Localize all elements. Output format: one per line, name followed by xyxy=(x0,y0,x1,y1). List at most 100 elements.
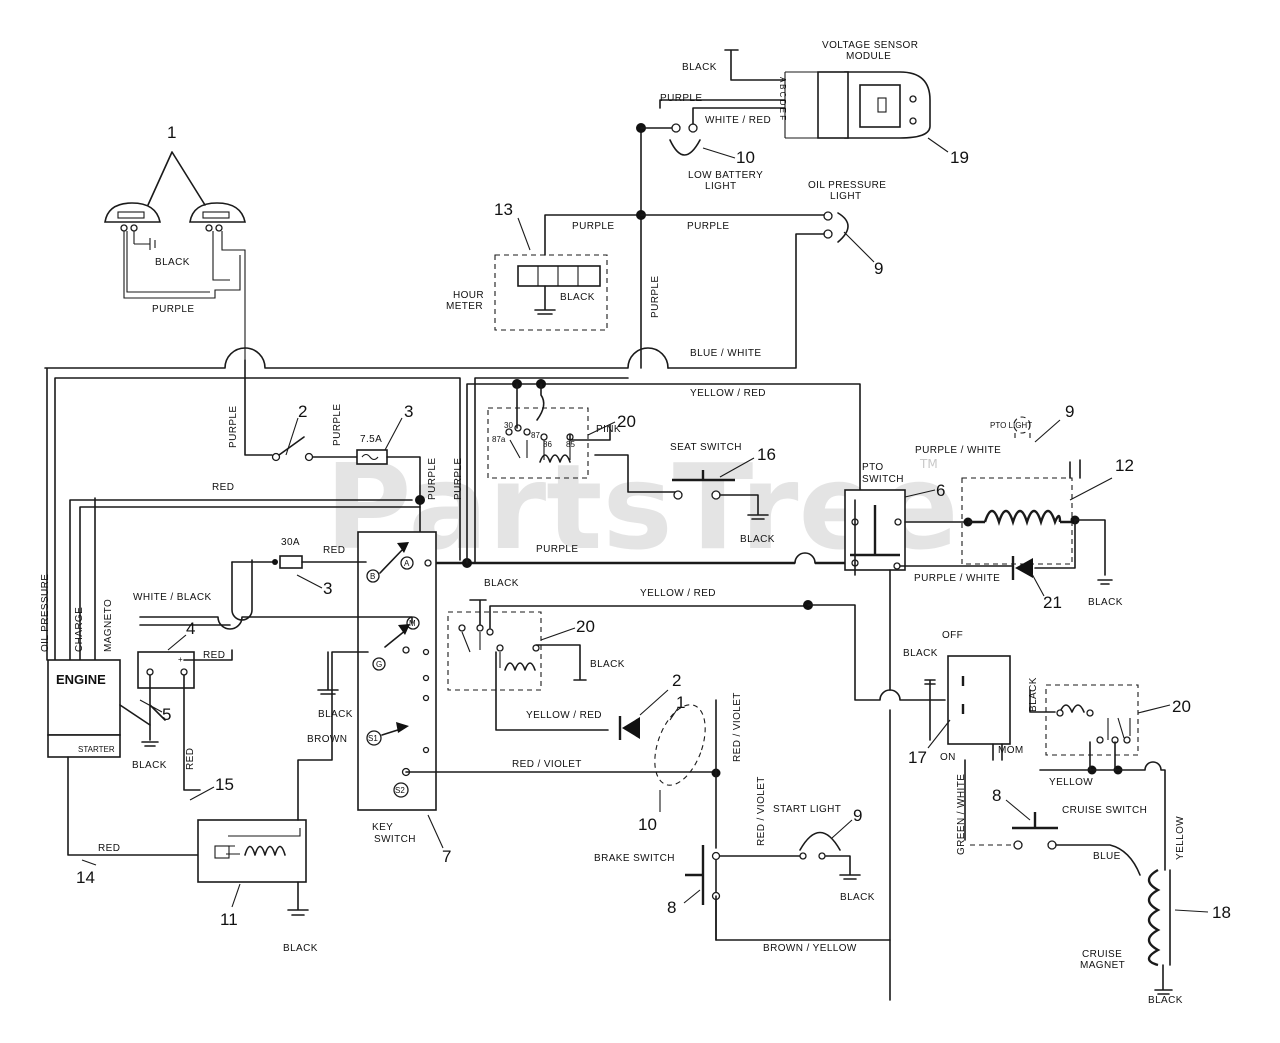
cruise-magnet-label: CRUISE xyxy=(1082,949,1122,960)
key-terminal-s2: S2 xyxy=(395,786,405,795)
key-terminal-g: G xyxy=(376,660,382,669)
wire-label: BLACK xyxy=(740,534,775,545)
wire-label: BLACK xyxy=(560,292,595,303)
wire-label: BLACK xyxy=(1088,597,1123,608)
callout-number: 20 xyxy=(576,617,595,636)
on-label: ON xyxy=(940,752,956,763)
wire-label: BLACK xyxy=(132,760,167,771)
wire-label: PURPLE xyxy=(453,458,464,500)
callout-number: 4 xyxy=(186,619,195,638)
wire-label: YELLOW / RED xyxy=(690,388,766,399)
callout-number: 3 xyxy=(404,402,413,421)
relay-mid xyxy=(447,599,809,731)
callout-number: 8 xyxy=(667,898,676,917)
wire-label: PURPLE xyxy=(152,304,194,315)
wire-label: PURPLE xyxy=(572,221,614,232)
off-label: OFF xyxy=(942,630,963,641)
wire-label: GREEN / WHITE xyxy=(956,774,967,855)
cruise-magnet-label: MAGNET xyxy=(1080,960,1125,971)
wire-label: PURPLE / WHITE xyxy=(914,573,1000,584)
wire-label: PURPLE xyxy=(332,404,343,446)
wire-label: RED xyxy=(212,482,234,493)
wire-label: BLACK xyxy=(682,62,717,73)
callout-number: 12 xyxy=(1115,456,1134,475)
callout-number: 1 xyxy=(167,123,176,142)
key-switch-label: KEY xyxy=(372,822,393,833)
callout-number: 10 xyxy=(638,815,657,834)
wire-label: YELLOW xyxy=(1175,816,1186,860)
wire-label: BLACK xyxy=(903,648,938,659)
key-terminal-b: B xyxy=(370,572,375,581)
callout-number: 13 xyxy=(494,200,513,219)
voltage-sensor-label: MODULE xyxy=(846,51,891,62)
callout-number: 11 xyxy=(220,910,238,929)
callout-number: 16 xyxy=(757,445,776,464)
relay-pin-label: 86 xyxy=(543,440,552,449)
callout-number: 9 xyxy=(853,806,862,825)
seat-switch-label: SEAT SWITCH xyxy=(670,442,742,453)
callout-number: 5 xyxy=(162,705,171,724)
wire-label: BLACK xyxy=(484,578,519,589)
watermark-tm: TM xyxy=(919,457,938,471)
callout-number: 15 xyxy=(215,775,234,794)
wire-label: PURPLE xyxy=(536,544,578,555)
wire-label: CHARGE xyxy=(74,607,85,652)
callout-number: 2 xyxy=(298,402,307,421)
wire-label: PURPLE xyxy=(427,458,438,500)
wire-label: RED / VIOLET xyxy=(512,759,582,770)
callout-number: 21 xyxy=(1043,593,1062,612)
wire-label: PURPLE / WHITE xyxy=(915,445,1001,456)
callout-number: 18 xyxy=(1212,903,1231,922)
wire-label: BLACK xyxy=(155,257,190,268)
callout-number: 20 xyxy=(617,412,636,431)
voltage-sensor-module xyxy=(784,71,931,139)
relay-top xyxy=(487,383,679,493)
cruise-switch-label: CRUISE SWITCH xyxy=(1062,805,1147,816)
callout-number: 3 xyxy=(323,579,332,598)
callout-number: 20 xyxy=(1172,697,1191,716)
callout-number: 10 xyxy=(736,148,755,167)
key-terminal-a: A xyxy=(404,559,410,568)
wire-label: BROWN / YELLOW xyxy=(763,943,857,954)
callout-number: 2 xyxy=(672,671,681,690)
wire-label: RED xyxy=(185,748,196,770)
relay-pin-label: 87 xyxy=(531,431,540,440)
callout-number: 14 xyxy=(76,868,95,887)
key-terminal-s1: S1 xyxy=(368,734,378,743)
low-battery-label: LOW BATTERY xyxy=(688,170,763,181)
wire-label: PURPLE xyxy=(650,276,661,318)
callout-number: 9 xyxy=(1065,402,1074,421)
oil-pressure-light-label: OIL PRESSURE xyxy=(808,180,886,191)
wire-label: YELLOW / RED xyxy=(640,588,716,599)
wire-label: BLACK xyxy=(840,892,875,903)
wire-label: WHITE / RED xyxy=(705,115,771,126)
wire-label: PURPLE xyxy=(660,93,702,104)
wire-label: RED / VIOLET xyxy=(732,692,743,762)
wire-label: RED xyxy=(323,545,345,556)
wire-label: RED / VIOLET xyxy=(756,776,767,846)
svg-text:+: + xyxy=(178,655,183,664)
fuse-label: 7.5A xyxy=(360,434,382,445)
brake-switch-label: BRAKE SWITCH xyxy=(594,853,675,864)
wire-label: BROWN xyxy=(307,734,347,745)
callout-number: 1 xyxy=(676,693,685,712)
wire-label: RED xyxy=(98,843,120,854)
pto-light-label: PTO LIGHT xyxy=(990,421,1032,430)
wire-label: YELLOW / RED xyxy=(526,710,602,721)
engine-label: ENGINE xyxy=(56,672,106,687)
callout-number: 6 xyxy=(936,481,945,500)
oil-pressure-light-label: LIGHT xyxy=(830,191,861,202)
relay-pin-label: 87a xyxy=(492,435,506,444)
wire-label: RED xyxy=(203,650,225,661)
engine xyxy=(47,659,121,736)
pto-switch-label: SWITCH xyxy=(862,474,904,485)
pto-switch-label: PTO xyxy=(862,462,884,473)
mom-label: MOM xyxy=(998,745,1024,756)
wire-label: BLACK xyxy=(590,659,625,670)
wire-label: BLACK xyxy=(1148,995,1183,1006)
cruise-control-switch xyxy=(947,655,1011,745)
wire-label: WHITE / BLACK xyxy=(133,592,212,603)
callout-number: 17 xyxy=(908,748,927,767)
voltage-sensor-label: VOLTAGE SENSOR xyxy=(822,40,918,51)
